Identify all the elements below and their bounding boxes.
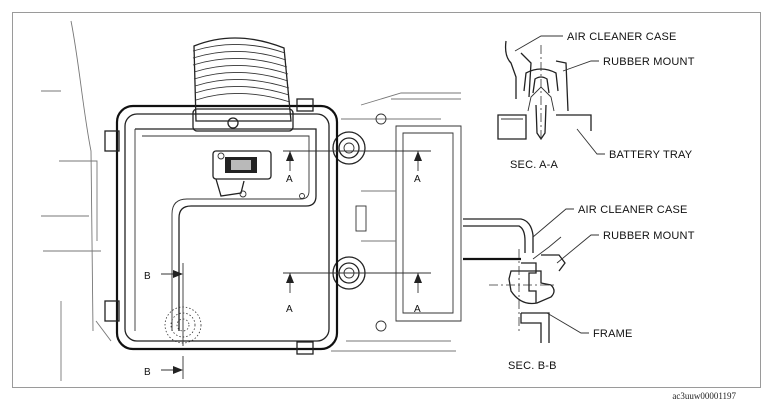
section-a-label-2: A	[414, 174, 421, 185]
intake-duct	[192, 37, 294, 132]
diagram-id-code: ac3uuw00001197	[672, 391, 736, 401]
mass-airflow-sensor	[212, 150, 272, 198]
section-a-label-1: A	[286, 174, 293, 185]
section-b-marker-upper: B	[144, 263, 184, 346]
section-b-label-2: B	[144, 367, 151, 378]
section-b-label-1: B	[144, 271, 151, 282]
sec-aa-battery-tray-label: BATTERY TRAY	[609, 149, 693, 161]
main-view: A A A A B B	[41, 20, 462, 381]
section-a-label-4: A	[414, 304, 421, 315]
sec-bb-air-cleaner-case-label: AIR CLEANER CASE	[578, 204, 688, 216]
diagram-canvas: A A A A B B	[41, 20, 695, 381]
sec-aa-air-cleaner-case-label: AIR CLEANER CASE	[567, 31, 677, 43]
section-a-label-3: A	[286, 304, 293, 315]
diagram-frame: A A A A B B	[12, 12, 761, 388]
section-a-a-detail: AIR CLEANER CASE RUBBER MOUNT BATTERY TR…	[497, 31, 695, 171]
sec-aa-caption: SEC. A-A	[510, 159, 559, 171]
vehicle-body-outline	[41, 20, 112, 381]
sec-bb-caption: SEC. B-B	[508, 360, 557, 372]
mount-boss-upper	[332, 131, 366, 165]
section-b-marker-lower: B	[144, 356, 184, 379]
section-a-marker-upper: A A	[283, 150, 431, 185]
sec-aa-rubber-mount-label: RUBBER MOUNT	[603, 56, 695, 68]
sec-bb-rubber-mount-label: RUBBER MOUNT	[603, 230, 695, 242]
sec-bb-frame-label: FRAME	[593, 328, 633, 340]
battery-tray-structure	[331, 92, 462, 352]
air-cleaner-case	[104, 98, 339, 355]
section-a-marker-lower: A A	[283, 272, 431, 315]
section-b-b-detail: AIR CLEANER CASE RUBBER MOUNT FRAME SEC.…	[463, 204, 695, 372]
